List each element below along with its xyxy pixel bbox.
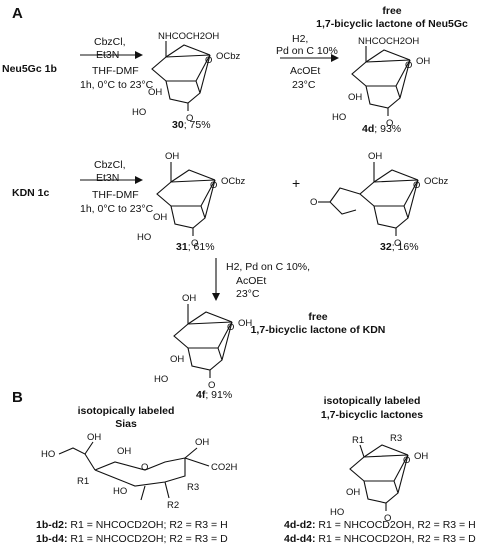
- ring-o-lactone: O: [403, 455, 410, 466]
- compound-4d-structure: NHCOCH2OH O OH OH HO O: [332, 36, 430, 129]
- temp-1: 23°C: [292, 79, 316, 91]
- label-4f: 4f; 91%: [196, 389, 232, 401]
- lactone-o-4d: O: [386, 118, 393, 129]
- reagent-cbzcl-2: CbzCl,: [94, 159, 126, 171]
- compound-32-structure: OH O OCbz O O: [310, 151, 449, 249]
- compound-4f-structure: OH O OH OH HO O: [154, 293, 252, 391]
- labeled-lactone-structure: R1 R3 O OH OH HO O: [330, 433, 428, 524]
- ho-ring-sia: HO: [113, 486, 127, 497]
- ring-o-30: O: [205, 55, 212, 66]
- r1-sia: R1: [77, 476, 89, 487]
- ocbz-31: OCbz: [221, 176, 246, 187]
- conditions-2: 1h, 0°C to 23°C: [80, 203, 154, 215]
- oh-top-31: OH: [165, 151, 179, 162]
- title-free-2: free: [308, 311, 327, 323]
- solvent-2: THF-DMF: [92, 189, 139, 201]
- plus-sign: +: [292, 175, 300, 191]
- compound-31-structure: OH O OCbz OH HO O: [137, 151, 246, 249]
- ho-4f: HO: [154, 374, 168, 385]
- oh-chain-2-sia: OH: [117, 446, 131, 457]
- co2h-sia: CO2H: [211, 462, 238, 473]
- ring-o-sia: O: [141, 462, 148, 473]
- panel-label-a: A: [12, 5, 23, 22]
- legend-1b-d2: 1b-d2: R1 = NHCOCD2OH; R2 = R3 = H: [36, 519, 228, 531]
- h2-1: H2,: [292, 33, 308, 45]
- label-31: 31; 61%: [176, 241, 215, 253]
- compound-30-structure: NHCOCH2OH O OCbz OH HO O: [132, 31, 241, 124]
- ocbz-30: OCbz: [216, 51, 241, 62]
- h2-pdc-2: H2, Pd on C 10%,: [226, 261, 310, 273]
- legend-1b-d4: 1b-d4: R1 = NHCOCD2OH; R2 = R3 = D: [36, 533, 228, 545]
- oh-top-32: OH: [368, 151, 382, 162]
- start-kdn: KDN 1c: [12, 187, 50, 199]
- substituent-4d: NHCOCH2OH: [358, 36, 419, 47]
- carbonate-o-32: O: [310, 197, 317, 208]
- oh-anomeric-4f: OH: [238, 318, 252, 329]
- solvent-1: THF-DMF: [92, 65, 139, 77]
- legend-4d-d4: 4d-d4: R1 = NHCOCD2OH, R2 = R3 = D: [284, 533, 476, 545]
- start-neu5gc: Neu5Gc 1b: [2, 63, 57, 75]
- oh-4d: OH: [348, 92, 362, 103]
- right-title-1: isotopically labeled: [324, 395, 421, 407]
- conditions-1: 1h, 0°C to 23°C: [80, 79, 154, 91]
- label-32: 32; 16%: [380, 241, 419, 253]
- title-free-1: free: [382, 5, 401, 17]
- oh-30: OH: [148, 87, 162, 98]
- ring-o-32: O: [413, 180, 420, 191]
- reagent-et3n-2: Et3N: [96, 172, 119, 184]
- ho-chain-sia: HO: [41, 449, 55, 460]
- reagent-cbzcl-1: CbzCl,: [94, 36, 126, 48]
- oh-anomeric-4d: OH: [416, 56, 430, 67]
- acoet-2: AcOEt: [236, 275, 266, 287]
- title-lactone-neu5gc: 1,7-bicyclic lactone of Neu5Gc: [316, 18, 468, 30]
- reagent-et3n-1: Et3N: [96, 49, 119, 61]
- oh-lactone: OH: [346, 487, 360, 498]
- pdc-1: Pd on C 10%: [276, 45, 338, 57]
- panel-label-b: B: [12, 389, 23, 406]
- ho-30: HO: [132, 107, 146, 118]
- oh-31: OH: [153, 212, 167, 223]
- oh-chain-1-sia: OH: [87, 432, 101, 443]
- oh-anomeric-sia: OH: [195, 437, 209, 448]
- lactone-o-30: O: [186, 113, 193, 124]
- right-title-2: 1,7-bicyclic lactones: [321, 409, 423, 421]
- left-title-1: isotopically labeled: [78, 405, 175, 417]
- ho-lactone: HO: [330, 507, 344, 518]
- r3-sia: R3: [187, 482, 199, 493]
- r1-lactone: R1: [352, 435, 364, 446]
- r3-lactone: R3: [390, 433, 402, 444]
- label-30: 30; 75%: [172, 119, 211, 131]
- oh-top-4f: OH: [182, 293, 196, 304]
- title-lactone-kdn: 1,7-bicyclic lactone of KDN: [251, 324, 386, 336]
- oh-4f: OH: [170, 354, 184, 365]
- lactone-o-4f: O: [208, 380, 215, 391]
- ring-o-4f: O: [227, 322, 234, 333]
- substituent-30: NHCOCH2OH: [158, 31, 219, 42]
- lactone-o-32: O: [394, 238, 401, 249]
- ring-o-31: O: [210, 180, 217, 191]
- lactone-o-31: O: [191, 238, 198, 249]
- left-title-2: Sias: [115, 418, 137, 430]
- ocbz-32: OCbz: [424, 176, 449, 187]
- labeled-sia-structure: O OH CO2H R1 R3 R2 HO HO OH OH: [41, 432, 238, 511]
- ring-o-4d: O: [405, 60, 412, 71]
- ho-4d: HO: [332, 112, 346, 123]
- ho-31: HO: [137, 232, 151, 243]
- legend-4d-d2: 4d-d2: R1 = NHCOCD2OH, R2 = R3 = H: [284, 519, 476, 531]
- oh-anomeric-lactone: OH: [414, 451, 428, 462]
- r2-sia: R2: [167, 500, 179, 511]
- lactone-o-labeled: O: [384, 513, 391, 524]
- temp-2: 23°C: [236, 288, 260, 300]
- acoet-1: AcOEt: [290, 65, 320, 77]
- label-4d: 4d; 93%: [362, 123, 401, 135]
